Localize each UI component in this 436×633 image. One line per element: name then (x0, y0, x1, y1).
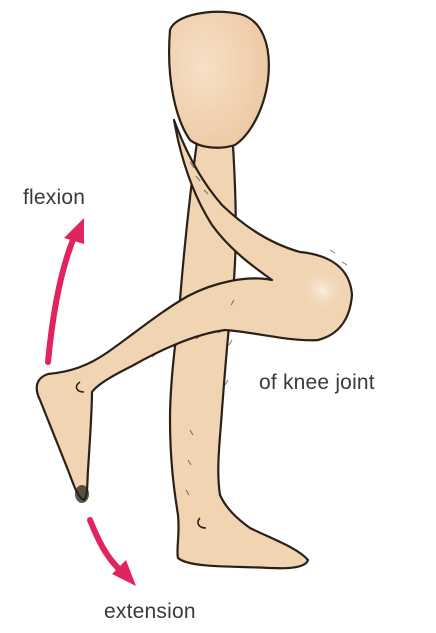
flexion-label: flexion (23, 186, 85, 210)
flexion-arrow-icon (48, 218, 84, 362)
extension-label: extension (104, 600, 196, 624)
hip (169, 12, 269, 148)
extension-arrow-icon (90, 520, 136, 586)
toe-shadow (75, 485, 89, 503)
knee-highlight (298, 268, 346, 312)
standing-leg (170, 120, 308, 568)
knee-joint-label: of knee joint (259, 371, 375, 395)
